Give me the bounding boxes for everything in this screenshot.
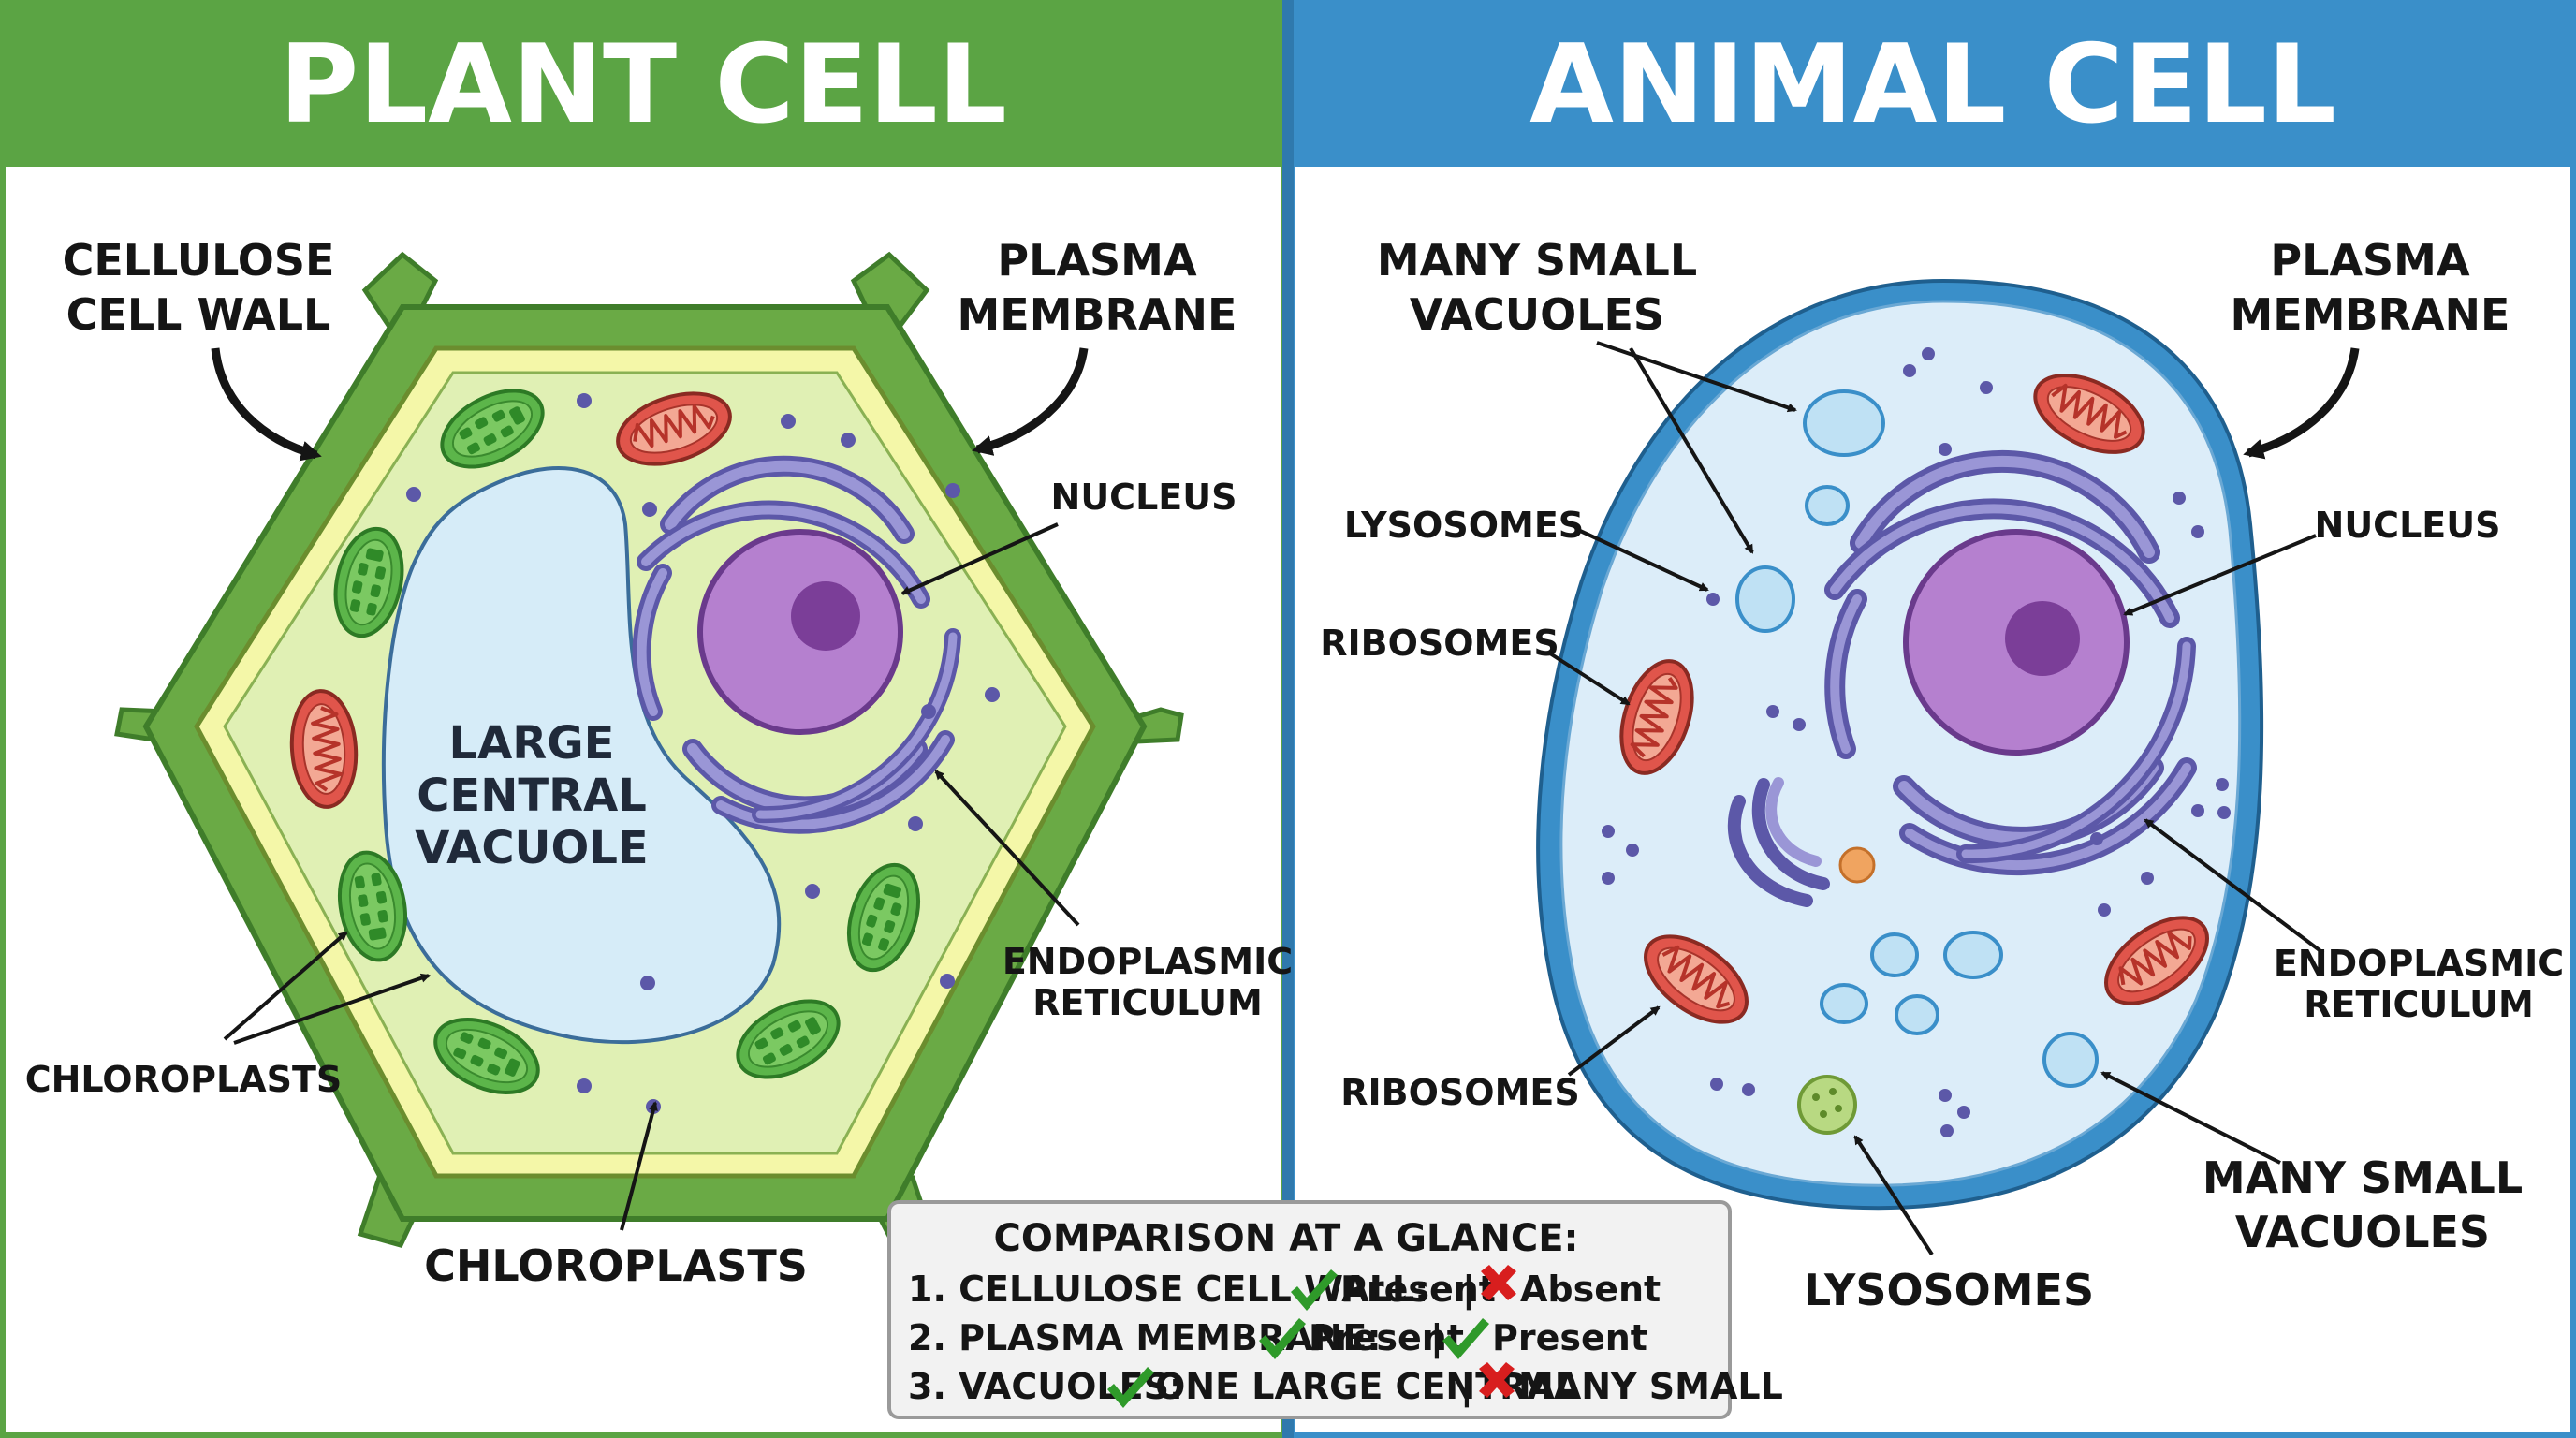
ribosomes-bottom-label: RIBOSOMES: [1340, 1072, 1579, 1113]
comparison-row-3-sep: |: [1460, 1366, 1473, 1408]
centrosome: [1838, 846, 1876, 884]
animal-nucleus-arrow: [2123, 534, 2317, 616]
plant-nucleus-label: NUCLEUS: [1051, 477, 1237, 518]
comparison-row-2-plant: Present: [1309, 1317, 1464, 1358]
comparison-row-1-label: 1. CELLULOSE CELL WALL:: [908, 1269, 1428, 1310]
chloroplasts-bottom-label: CHLOROPLASTS: [424, 1240, 808, 1291]
plant-endoplasmic-reticulum: [632, 455, 961, 834]
ribosomes-bottom-arrow: [1567, 1005, 1661, 1077]
vacuoles-top-label-1: MANY SMALL: [1377, 235, 1697, 286]
plant-membrane-label-1: PLASMA: [997, 235, 1197, 286]
large-central-vacuole: [381, 466, 782, 1045]
check-icon: [1259, 1318, 1306, 1359]
comparison-row-2-animal: Present: [1492, 1317, 1647, 1358]
plant-er-label-1: ENDOPLASMIC: [1003, 941, 1293, 982]
vacuoles-top-arrow-1: [1596, 341, 1797, 413]
comparison-box: COMPARISON AT A GLANCE: 1. CELLULOSE CEL…: [887, 1200, 1783, 1419]
animal-membrane-label-2: MEMBRANE: [2231, 289, 2510, 340]
vacuole-label-1: LARGE: [449, 717, 615, 770]
cell-wall-label-2: CELL WALL: [66, 289, 331, 340]
small-vacuoles: [1735, 389, 2099, 1088]
chloroplasts-arrow-1: [223, 931, 348, 1041]
comparison-row-1-animal: Absent: [1520, 1269, 1661, 1310]
animal-labels: MANY SMALL VACUOLES PLASMA MEMBRANE LYSO…: [1320, 235, 2564, 1315]
ribosomes-top-arrow: [1548, 652, 1631, 706]
cell-wall-label-1: CELLULOSE: [63, 235, 335, 286]
plant-er-arrow: [934, 770, 1080, 927]
lysosomes-top-arrow: [1577, 528, 1709, 592]
plant-cell: LARGE CENTRAL VACUOLE: [114, 251, 1184, 1248]
comparison-heading: COMPARISON AT A GLANCE:: [993, 1217, 1578, 1260]
lysosomes-top-label: LYSOSOMES: [1344, 505, 1584, 546]
animal-nucleolus: [2005, 601, 2080, 676]
plant-membrane-arrow: [972, 347, 1089, 456]
animal-membrane-arrow: [2243, 347, 2360, 460]
chloroplasts-left-label: CHLOROPLASTS: [25, 1059, 343, 1100]
animal-cell: [1536, 278, 2264, 1211]
animal-header-bar: [1290, 0, 2576, 167]
ribosomes-top-label: RIBOSOMES: [1320, 623, 1559, 664]
plant-title: PLANT CELL: [279, 22, 1007, 148]
plant-labels: CELLULOSE CELL WALL PLASMA MEMBRANE NUCL…: [25, 235, 1293, 1291]
vacuoles-bottom-arrow: [2100, 1071, 2281, 1165]
vacuoles-bottom-label-2: VACUOLES: [2235, 1207, 2490, 1257]
check-icon: [1442, 1318, 1489, 1359]
comparison-row-1-sep: |: [1462, 1269, 1475, 1311]
animal-er-label-2: RETICULUM: [2304, 984, 2534, 1025]
plant-header-bar: [0, 0, 1286, 167]
chloroplasts-bottom-arrow: [620, 1101, 658, 1231]
plant-nucleus-arrow: [900, 522, 1059, 595]
plant-er-label-2: RETICULUM: [1032, 982, 1263, 1023]
animal-er-arrow: [2144, 818, 2325, 955]
cell-wall-arrow: [211, 347, 322, 462]
lysosomes-bottom-label: LYSOSOMES: [1804, 1265, 2094, 1315]
plant-nucleolus: [791, 581, 860, 651]
check-icon: [1291, 1269, 1338, 1311]
cross-icon: [1479, 1362, 1515, 1398]
animal-membrane-label-1: PLASMA: [2270, 235, 2470, 286]
lysosomes-bottom-arrow: [1853, 1135, 1934, 1256]
animal-endoplasmic-reticulum: [1824, 449, 2197, 876]
comparison-row-1-plant: Present: [1340, 1269, 1496, 1310]
vacuole-label-2: CENTRAL: [417, 770, 647, 822]
comparison-row-2-sep: |: [1430, 1317, 1443, 1359]
comparison-row-3-label: 3. VACUOLES:: [908, 1366, 1183, 1407]
animal-title: ANIMAL CELL: [1530, 22, 2336, 148]
vacuoles-bottom-label-1: MANY SMALL: [2203, 1152, 2523, 1203]
cross-icon: [1481, 1265, 1516, 1300]
golgi-body: [1727, 777, 1830, 907]
chloroplasts-arrow-2: [233, 973, 431, 1045]
animal-ribosomes: [1602, 347, 2231, 1137]
vacuoles-top-arrow-2: [1629, 346, 1754, 554]
animal-er-label-1: ENDOPLASMIC: [2274, 943, 2564, 984]
comparison-row-3-animal: MANY SMALL: [1518, 1366, 1783, 1407]
vacuoles-top-label-2: VACUOLES: [1410, 289, 1664, 340]
lysosome: [1797, 1075, 1857, 1135]
check-icon: [1107, 1367, 1154, 1408]
panel-divider: [1282, 0, 1294, 1438]
vacuole-label-3: VACUOLE: [415, 822, 648, 874]
plant-membrane-label-2: MEMBRANE: [958, 289, 1237, 340]
comparison-row-3-plant: ONE LARGE CENTRAL: [1155, 1366, 1577, 1407]
animal-nucleus-label: NUCLEUS: [2315, 505, 2501, 546]
